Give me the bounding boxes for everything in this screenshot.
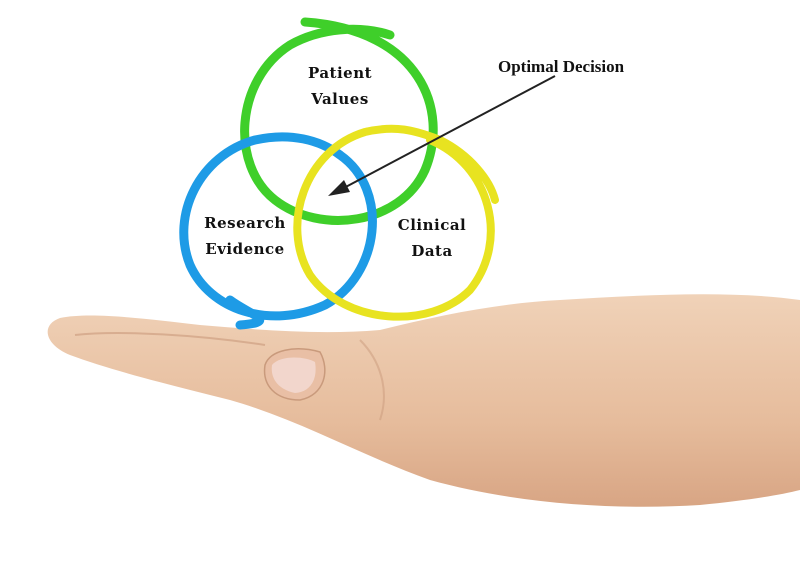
clinical-label: Clinical	[398, 216, 467, 234]
hand-image	[47, 294, 800, 507]
values-label: Values	[310, 90, 369, 108]
research-label: Research	[204, 214, 286, 232]
data-label: Data	[411, 242, 452, 260]
patient-label: Patient	[308, 64, 372, 82]
arrow-optimal-decision	[328, 75, 556, 196]
circle-research-evidence	[179, 132, 377, 330]
circle-clinical-data	[293, 124, 499, 321]
optimal-decision-label: Optimal Decision	[498, 57, 625, 76]
evidence-label: Evidence	[205, 240, 284, 258]
